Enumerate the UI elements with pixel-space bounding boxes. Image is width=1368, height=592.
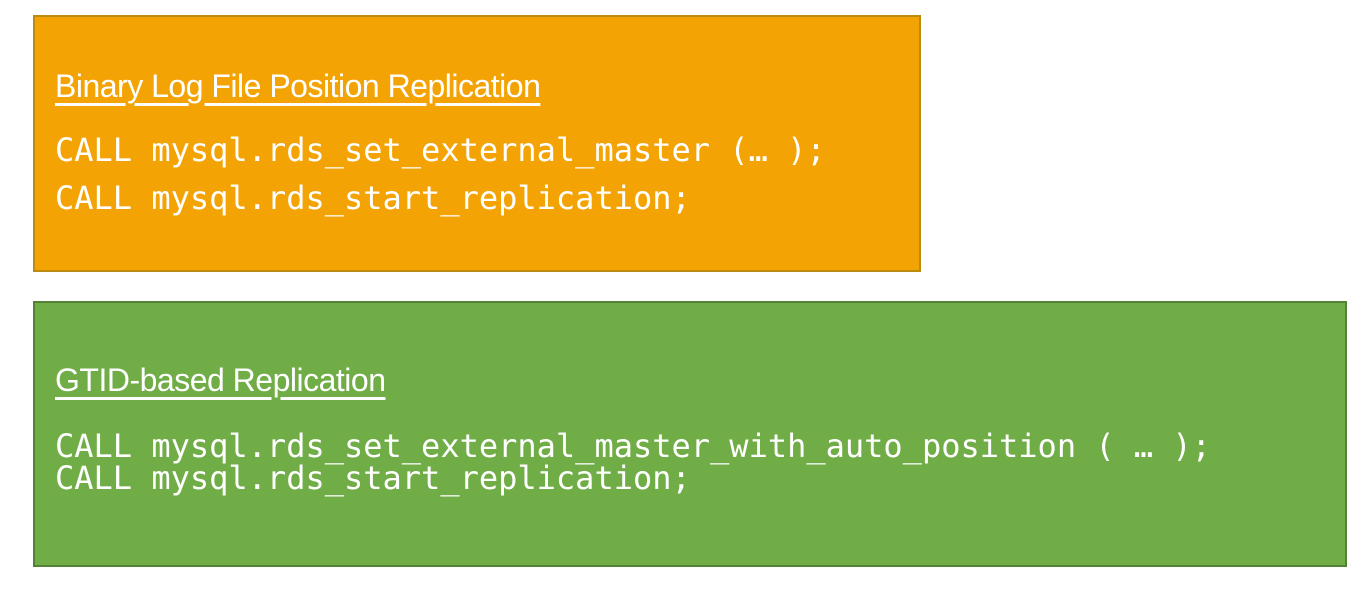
gtid-code-line-set-external-master-auto-position: CALL mysql.rds_set_external_master_with_… <box>55 427 1211 465</box>
binlog-card-title: Binary Log File Position Replication <box>55 68 541 104</box>
gtid-card-title: GTID-based Replication <box>55 362 386 398</box>
binlog-code-line-set-external-master: CALL mysql.rds_set_external_master (… ); <box>55 131 826 169</box>
binlog-code-line-start-replication: CALL mysql.rds_start_replication; <box>55 179 691 217</box>
gtid-replication-card: GTID-based Replication CALL mysql.rds_se… <box>33 301 1347 567</box>
binlog-replication-card: Binary Log File Position Replication CAL… <box>33 15 921 272</box>
gtid-code-line-start-replication: CALL mysql.rds_start_replication; <box>55 459 691 497</box>
